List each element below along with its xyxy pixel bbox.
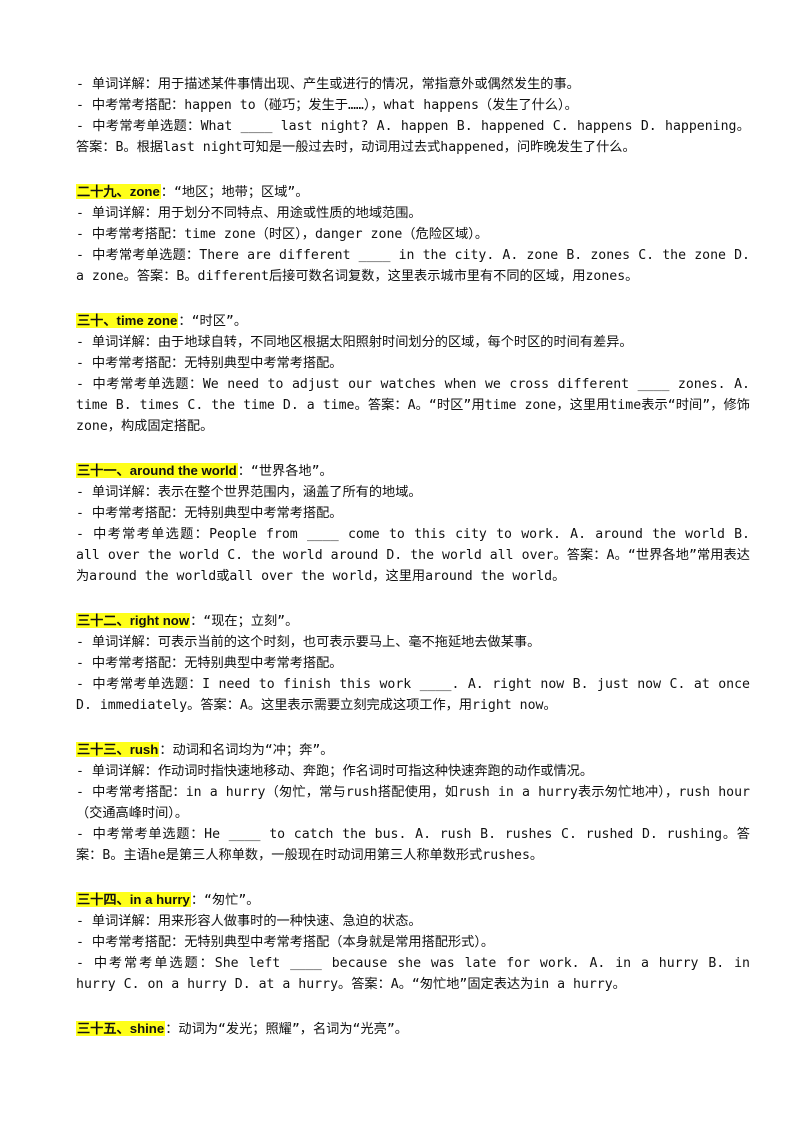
entry-heading-highlight: 三十二、right now (76, 613, 191, 628)
entry-title: 二十九、zone：“地区；地带；区域”。 (76, 181, 750, 203)
entry-title: 三十四、in a hurry：“匆忙”。 (76, 889, 750, 911)
common-collocations: - 中考常考搭配：无特别典型中考常考搭配。 (76, 356, 343, 371)
entry-rush: 三十三、rush：动词和名词均为“冲；奔”。 - 单词详解：作动词时指快速地移动… (76, 739, 750, 866)
multiple-choice-question: - 中考常考单选题：I need to finish this work ___… (76, 677, 750, 713)
common-collocations: - 中考常考搭配：无特别典型中考常考搭配。 (76, 506, 343, 521)
entry-meaning: ：“地区；地带；区域”。 (160, 185, 309, 200)
entry-meaning: ：“时区”。 (178, 314, 248, 329)
multiple-choice-question: - 中考常考单选题：She left ____ because she was … (76, 956, 750, 992)
entry-meaning: ：“世界各地”。 (237, 464, 333, 479)
entry-heading-highlight: 三十三、rush (76, 742, 160, 757)
entry-shine: 三十五、shine：动词为“发光；照耀”，名词为“光亮”。 (76, 1018, 750, 1040)
entry-meaning: ：动词和名词均为“冲；奔”。 (159, 743, 334, 758)
entry-meaning: ：“现在；立刻”。 (190, 614, 299, 629)
word-explanation: - 单词详解：可表示当前的这个时刻，也可表示要马上、毫不拖延地去做某事。 (76, 635, 541, 650)
entry-meaning: ：“匆忙”。 (190, 893, 260, 908)
common-collocations: - 中考常考搭配：in a hurry（匆忙，常与rush搭配使用，如rush … (76, 785, 750, 821)
entry-heading-highlight: 二十九、zone (76, 184, 161, 199)
entry-title: 三十一、around the world：“世界各地”。 (76, 460, 750, 482)
common-collocations: - 中考常考搭配：happen to（碰巧；发生于……），what happen… (76, 98, 578, 113)
entry-title: 三十五、shine：动词为“发光；照耀”，名词为“光亮”。 (76, 1018, 750, 1040)
entry-heading-highlight: 三十四、in a hurry (76, 892, 191, 907)
entry-in-a-hurry: 三十四、in a hurry：“匆忙”。 - 单词详解：用来形容人做事时的一种快… (76, 889, 750, 995)
word-explanation: - 单词详解：表示在整个世界范围内，涵盖了所有的地域。 (76, 485, 422, 500)
common-collocations: - 中考常考搭配：无特别典型中考常考搭配（本身就是常用搭配形式）。 (76, 935, 495, 950)
multiple-choice-question: - 中考常考单选题：People from ____ come to this … (76, 527, 750, 584)
word-explanation: - 单词详解：由于地球自转，不同地区根据太阳照射时间划分的区域，每个时区的时间有… (76, 335, 633, 350)
entry-title: 三十、time zone：“时区”。 (76, 310, 750, 332)
common-collocations: - 中考常考搭配：time zone（时区），danger zone（危险区域）… (76, 227, 489, 242)
entry-zone: 二十九、zone：“地区；地带；区域”。 - 单词详解：用于划分不同特点、用途或… (76, 181, 750, 287)
entry-around-the-world: 三十一、around the world：“世界各地”。 - 单词详解：表示在整… (76, 460, 750, 587)
multiple-choice-question: - 中考常考单选题：What ____ last night? A. happe… (76, 119, 750, 155)
entry-heading-highlight: 三十五、shine (76, 1021, 166, 1036)
multiple-choice-question: - 中考常考单选题：He ____ to catch the bus. A. r… (76, 827, 750, 863)
multiple-choice-question: - 中考常考单选题：There are different ____ in th… (76, 248, 750, 284)
multiple-choice-question: - 中考常考单选题：We need to adjust our watches … (76, 377, 750, 434)
entry-time-zone: 三十、time zone：“时区”。 - 单词详解：由于地球自转，不同地区根据太… (76, 310, 750, 437)
entry-right-now: 三十二、right now：“现在；立刻”。 - 单词详解：可表示当前的这个时刻… (76, 610, 750, 716)
entry-heading-highlight: 三十、time zone (76, 313, 179, 328)
common-collocations: - 中考常考搭配：无特别典型中考常考搭配。 (76, 656, 343, 671)
word-explanation: - 单词详解：用于描述某件事情出现、产生或进行的情况，常指意外或偶然发生的事。 (76, 77, 580, 92)
entry-meaning: ：动词为“发光；照耀”，名词为“光亮”。 (165, 1022, 408, 1037)
word-explanation: - 单词详解：用于划分不同特点、用途或性质的地域范围。 (76, 206, 422, 221)
word-explanation: - 单词详解：用来形容人做事时的一种快速、急迫的状态。 (76, 914, 422, 929)
entry-title: 三十三、rush：动词和名词均为“冲；奔”。 (76, 739, 750, 761)
entry-happen-tail: - 单词详解：用于描述某件事情出现、产生或进行的情况，常指意外或偶然发生的事。 … (76, 74, 750, 158)
entry-heading-highlight: 三十一、around the world (76, 463, 238, 478)
document-body: - 单词详解：用于描述某件事情出现、产生或进行的情况，常指意外或偶然发生的事。 … (76, 74, 750, 1063)
entry-title: 三十二、right now：“现在；立刻”。 (76, 610, 750, 632)
word-explanation: - 单词详解：作动词时指快速地移动、奔跑；作名词时可指这种快速奔跑的动作或情况。 (76, 764, 594, 779)
